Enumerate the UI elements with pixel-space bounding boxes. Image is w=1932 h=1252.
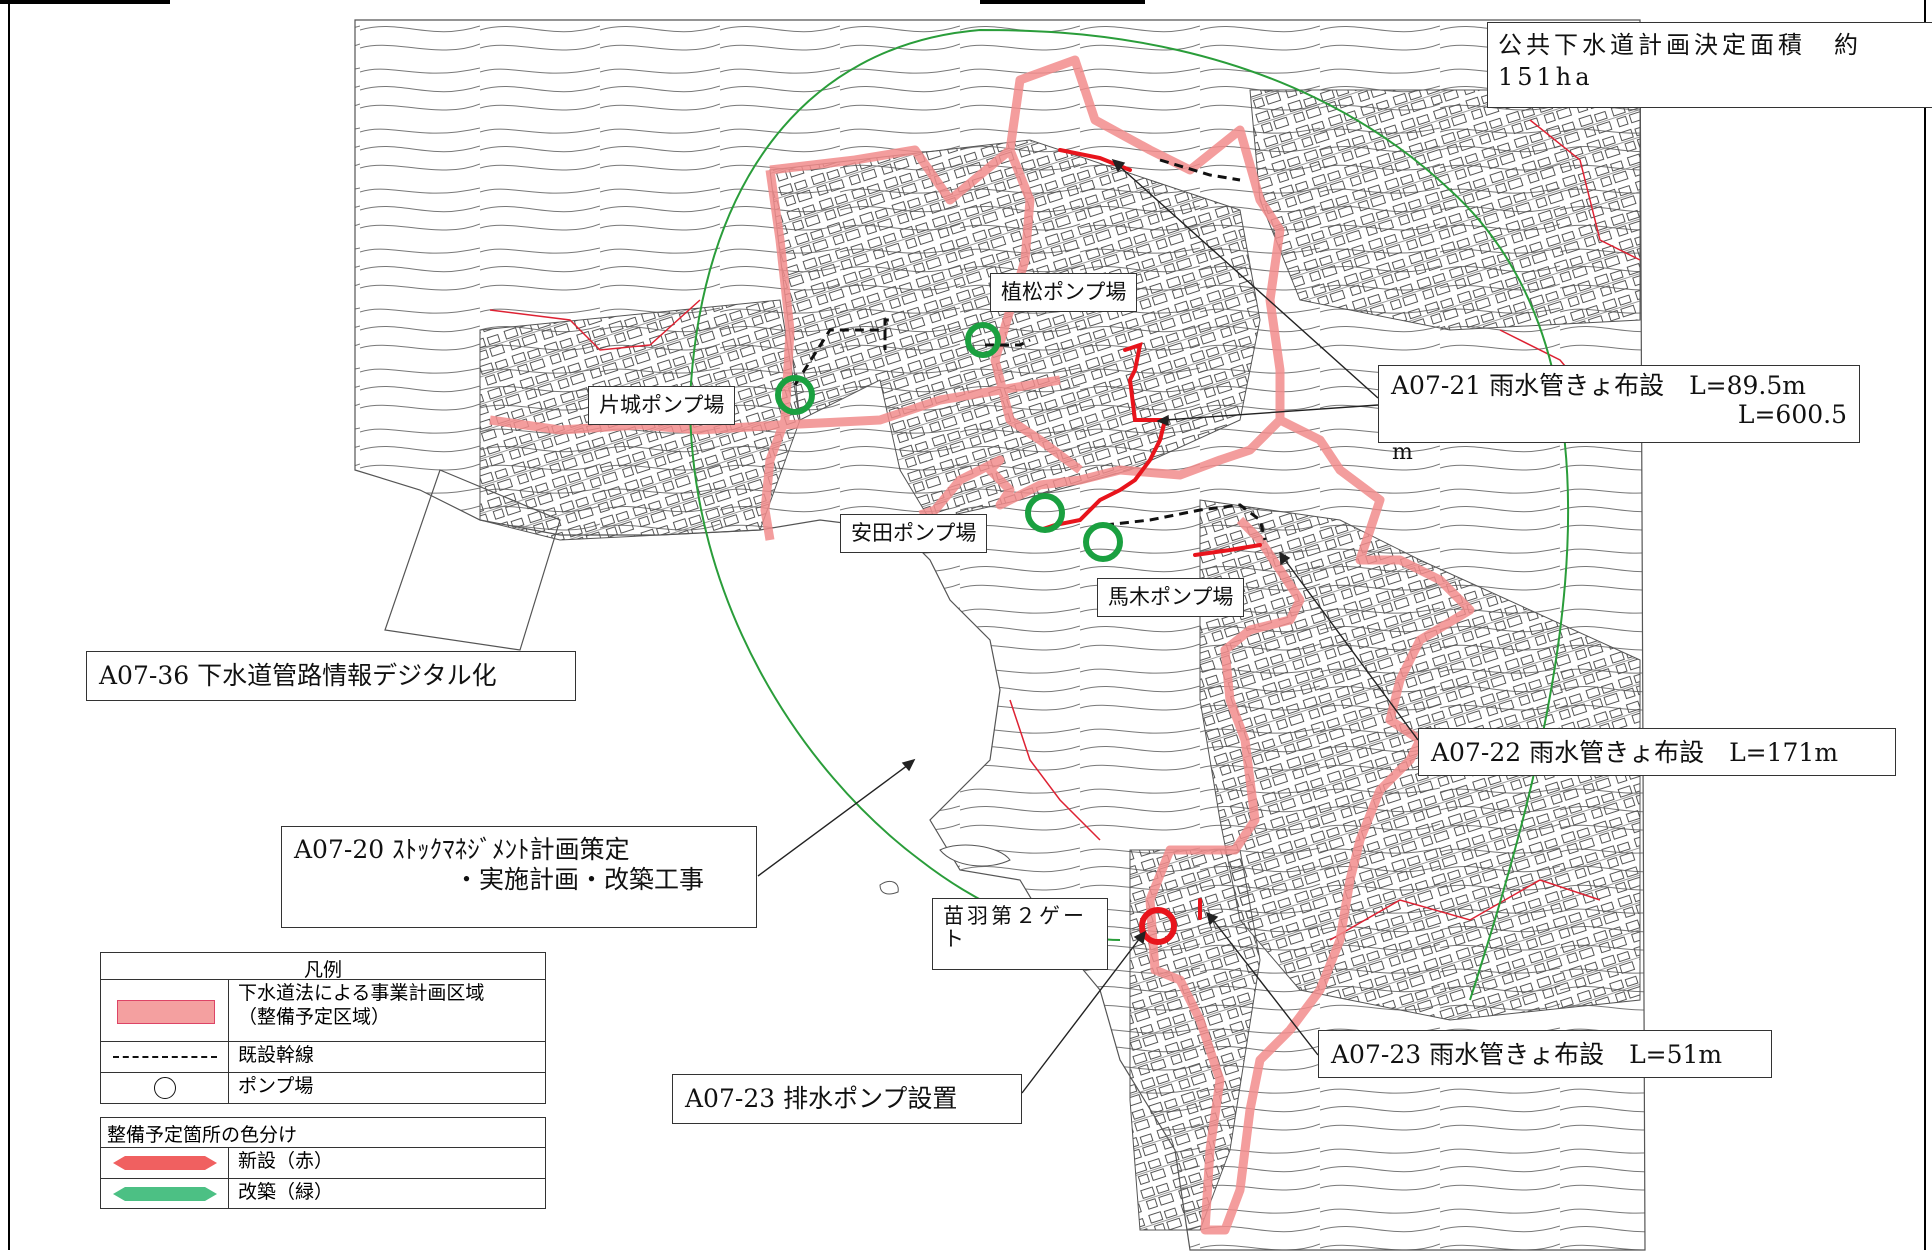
- uematsu-pump-marker[interactable]: [965, 322, 1001, 358]
- project-a0721-label: A07-21 雨水管きょ布設 L=89.5m L=600.5: [1378, 365, 1860, 443]
- legend: 凡例 下水道法による事業計画区域 （整備予定区域） 既設幹線 ポンプ場: [100, 952, 546, 1104]
- planned-area[interactable]: [489, 55, 1475, 1235]
- legend-label: 既設幹線: [238, 1044, 315, 1066]
- project-a0721-line2: L=600.5: [1737, 399, 1847, 429]
- legend-label-line2: （整備予定区域）: [238, 1005, 391, 1028]
- uematsu-pump-label: 植松ポンプ場: [990, 273, 1138, 313]
- top-bar-right: [980, 0, 1145, 4]
- trunk-umaki[interactable]: [1104, 503, 1267, 541]
- island: [939, 844, 1011, 867]
- gate-label: 苗羽第２ゲート: [932, 898, 1108, 970]
- project-a0723-pump-label: A07-23 排水ポンプ設置: [672, 1074, 1022, 1124]
- planned-area-central-loop[interactable]: [990, 148, 1083, 474]
- boundary-line: [1529, 119, 1641, 261]
- project-a0720-label: A07-20 ｽﾄｯｸﾏﾈｼﾞﾒﾝﾄ計画策定 ・実施計画・改築工事: [281, 826, 757, 928]
- trunk-katajo[interactable]: [793, 318, 895, 386]
- dashed-line-swatch: [113, 1056, 217, 1058]
- project-a0736-label: A07-36 下水道管路情報デジタル化: [86, 651, 576, 701]
- legend-symbol: [101, 1179, 229, 1209]
- yasuda-pump-label: 安田ポンプ場: [840, 514, 988, 554]
- planned-area-south[interactable]: [1145, 415, 1475, 1235]
- new-pipe-a0721[interactable]: [1038, 342, 1168, 532]
- legend-symbol: [101, 980, 229, 1041]
- green-arrow-swatch: [113, 1187, 217, 1201]
- katajo-pump-marker[interactable]: [775, 375, 815, 415]
- coverage-circle[interactable]: [688, 28, 1570, 1001]
- planned-area-note: 公共下水道計画決定面積 約151ha: [1487, 22, 1932, 108]
- project-a0723-pipe-label: A07-23 雨水管きょ布設 L=51m: [1318, 1030, 1772, 1078]
- legend-label: 下水道法による事業計画区域 （整備予定区域）: [238, 982, 484, 1030]
- project-a0722-label: A07-22 雨水管きょ布設 L=171m: [1418, 728, 1896, 776]
- project-a0721-line1: A07-21 雨水管きょ布設 L=89.5m: [1391, 371, 1806, 400]
- planned-area-swatch: [117, 1000, 215, 1024]
- umaki-pump-label: 馬木ポンプ場: [1097, 578, 1245, 618]
- legend-label-line1: 下水道法による事業計画区域: [238, 982, 485, 1004]
- legend-label: 新設（赤）: [238, 1150, 334, 1172]
- legend-label: 改築（緑）: [238, 1181, 334, 1203]
- legend-symbol: [101, 1042, 229, 1072]
- color-legend: 整備予定箇所の色分け 新設（赤） 改築（緑）: [100, 1117, 546, 1209]
- trunk-uematsu[interactable]: [985, 338, 1031, 347]
- project-a0721-overflow: m: [1392, 440, 1413, 465]
- existing-trunk-lines[interactable]: [793, 158, 1267, 541]
- project-a0720-line1: A07-20 ｽﾄｯｸﾏﾈｼﾞﾒﾝﾄ計画策定: [294, 835, 630, 864]
- legend-symbol: [101, 1073, 229, 1103]
- legend-row-pump-station: ポンプ場: [101, 1072, 545, 1103]
- gate-pump-marker[interactable]: [1139, 907, 1177, 945]
- katajo-pump-label: 片城ポンプ場: [588, 386, 736, 426]
- island: [879, 881, 899, 895]
- trunk-north[interactable]: [1159, 158, 1241, 182]
- legend-title: 凡例: [303, 959, 342, 981]
- boundary-line: [489, 299, 701, 351]
- color-legend-row-renovation: 改築（緑）: [101, 1178, 545, 1209]
- red-arrow-swatch: [113, 1156, 217, 1170]
- project-a0720-line2: ・実施計画・改築工事: [454, 865, 705, 894]
- legend-row-existing-trunk: 既設幹線: [101, 1041, 545, 1072]
- boundary-line: [1329, 879, 1601, 941]
- map-frame: [8, 0, 1926, 1250]
- legend-symbol: [101, 1148, 229, 1178]
- umaki-pump-marker[interactable]: [1083, 522, 1123, 562]
- legend-label: ポンプ場: [238, 1075, 314, 1097]
- boundary-line: [1009, 699, 1101, 841]
- base-map: [354, 19, 1646, 1251]
- planned-area-west[interactable]: [489, 169, 1061, 541]
- new-pipe-a0722[interactable]: [1193, 543, 1262, 557]
- planned-area-boundary[interactable]: [769, 55, 1285, 520]
- circle-icon: [154, 1077, 176, 1099]
- color-legend-row-new: 新設（赤）: [101, 1147, 545, 1178]
- legend-row-planned-area: 下水道法による事業計画区域 （整備予定区域）: [101, 979, 545, 1041]
- color-legend-title: 整備予定箇所の色分け: [107, 1124, 298, 1146]
- urban-port: [1129, 849, 1261, 1231]
- top-bar-left: [0, 0, 170, 4]
- offshore-area: [384, 469, 561, 651]
- urban-northeast: [1249, 89, 1641, 331]
- yasuda-pump-marker[interactable]: [1025, 493, 1065, 533]
- leader-lines: [757, 158, 1419, 1094]
